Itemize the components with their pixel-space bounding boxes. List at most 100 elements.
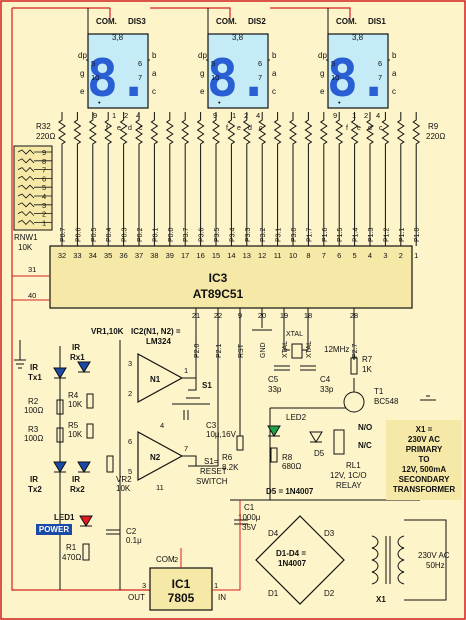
ic3-top-pin: 14 bbox=[227, 251, 235, 260]
x1-note-line: PRIMARY bbox=[406, 445, 443, 454]
rnw-pin: 2 bbox=[42, 210, 46, 219]
led1-label: LED1 bbox=[54, 513, 75, 522]
c3-value: 10μ,16V bbox=[206, 430, 237, 439]
x1-note-line: 12V, 500mA bbox=[402, 465, 446, 474]
seg-dp: dp bbox=[78, 51, 87, 60]
c3-name: C3 bbox=[206, 421, 217, 430]
rnw-pin: 9 bbox=[42, 148, 46, 157]
ic3-port-label: P3.5 bbox=[214, 227, 221, 242]
ic1-name: IC1 bbox=[172, 577, 191, 591]
seg-g: g bbox=[80, 69, 84, 78]
ic1-regulator bbox=[149, 567, 213, 611]
relay-coil bbox=[333, 429, 345, 455]
ic3-top-pin: 32 bbox=[58, 251, 66, 260]
pin-5: 5 bbox=[331, 59, 335, 68]
seven-segment-digit: 8. bbox=[207, 49, 270, 109]
seg-b: b bbox=[392, 51, 397, 60]
seg-c: c bbox=[272, 87, 276, 96]
ir-rx2-l1: IR bbox=[72, 475, 80, 484]
rnw1-value: 10K bbox=[18, 243, 33, 252]
pullup-resistor bbox=[88, 112, 97, 246]
seg-letter: f bbox=[226, 125, 228, 132]
ic3-top-pin: 1 bbox=[414, 251, 418, 260]
pullup-resistor bbox=[212, 112, 220, 246]
seg-c: c bbox=[152, 87, 156, 96]
pullup-resistor bbox=[381, 112, 390, 246]
ic3-top-pin: 11 bbox=[274, 251, 282, 260]
r32-label: R32 bbox=[36, 122, 51, 131]
c2-name: C2 bbox=[126, 527, 137, 536]
pullup-resistor bbox=[73, 112, 82, 246]
ic3-port-label: P3.4 bbox=[229, 227, 236, 242]
n1-pin2: 2 bbox=[128, 389, 132, 398]
bridge-l2: 1N4007 bbox=[278, 559, 307, 568]
seg-letter: e bbox=[357, 125, 361, 132]
r32-value: 220Ω bbox=[36, 132, 55, 141]
ic2-part: LM324 bbox=[146, 337, 171, 346]
seg-e: e bbox=[320, 87, 325, 96]
pullup-resistor bbox=[165, 112, 174, 246]
n2-pin6: 6 bbox=[128, 437, 132, 446]
seg-g: g bbox=[320, 69, 324, 78]
ic3-port-label: P0.3 bbox=[122, 227, 129, 242]
ir-tx2-l2: Tx2 bbox=[28, 485, 42, 494]
rl1-name: RL1 bbox=[346, 461, 361, 470]
ic3-top-pin: 5 bbox=[353, 251, 357, 260]
r1-name: R1 bbox=[66, 543, 77, 552]
ic1-pin2: 2 bbox=[174, 555, 178, 564]
led1-symbol bbox=[79, 515, 93, 527]
ir-tx1-diode bbox=[53, 367, 67, 379]
pullup-resistor bbox=[258, 112, 267, 246]
rl1-type: RELAY bbox=[336, 481, 362, 490]
ic3-port-label: P1.6 bbox=[322, 227, 329, 242]
r3-name: R3 bbox=[28, 425, 39, 434]
ic3-top-pin: 4 bbox=[368, 251, 372, 260]
rnw-pin: 4 bbox=[42, 192, 46, 201]
n1-pin3: 3 bbox=[128, 359, 132, 368]
ic3-top-pin: 17 bbox=[181, 251, 189, 260]
n2-label: N2 bbox=[150, 453, 161, 462]
pin-6: 6 bbox=[138, 59, 142, 68]
ic3-bottom-label: P2.0 bbox=[194, 343, 201, 358]
ic3-bottom-label: XTAL bbox=[282, 341, 289, 358]
seg-c: c bbox=[392, 87, 396, 96]
seg-letter: e bbox=[237, 125, 241, 132]
display-pin38: 3,8 bbox=[352, 33, 364, 42]
r5-name: R5 bbox=[68, 421, 79, 430]
r8-name: R8 bbox=[282, 453, 293, 462]
s1-label: S1 bbox=[202, 381, 212, 390]
ic3-top-pin: 35 bbox=[104, 251, 112, 260]
ic3-top-pin: 3 bbox=[383, 251, 387, 260]
t1-name: T1 bbox=[374, 387, 384, 396]
rnw-pin: 1 bbox=[42, 218, 46, 227]
display-name: DIS2 bbox=[248, 17, 266, 26]
ic2-vr1: VR1,10K bbox=[91, 327, 124, 336]
c4-name: C4 bbox=[320, 375, 331, 384]
bottom-pin: 4 bbox=[376, 111, 380, 120]
r4-name: R4 bbox=[68, 391, 79, 400]
ic3-port-label: P0.4 bbox=[106, 227, 113, 242]
c1-voltage: 35V bbox=[242, 523, 257, 532]
display-pin38: 3,8 bbox=[232, 33, 244, 42]
seven-segment-digit: 8. bbox=[87, 49, 150, 109]
ic2-opamps: VR1,10K IC2(N1, N2) = LM324 N1 3 2 1 N2 … bbox=[91, 327, 197, 492]
ic3-top-pin: 13 bbox=[243, 251, 251, 260]
seg-b: b bbox=[272, 51, 277, 60]
r6-value: 8.2K bbox=[222, 463, 239, 472]
ic1-pin3: 3 bbox=[142, 581, 146, 590]
ic3-port-label: P0.7 bbox=[60, 227, 67, 242]
seg-a: a bbox=[152, 69, 157, 78]
seg-e: e bbox=[200, 87, 205, 96]
d5-label: D5 bbox=[314, 449, 325, 458]
x1-note-line: TO bbox=[419, 455, 430, 464]
power-badge bbox=[36, 524, 72, 535]
ic3-bottom-label: GND bbox=[260, 342, 267, 358]
led2-label: LED2 bbox=[286, 413, 307, 422]
bridge-rectifier bbox=[255, 515, 345, 605]
n1-label: N1 bbox=[150, 375, 161, 384]
pin-10: 10 bbox=[211, 73, 219, 82]
display-com: COM. bbox=[336, 17, 357, 26]
decimal-dot: • bbox=[338, 98, 341, 107]
